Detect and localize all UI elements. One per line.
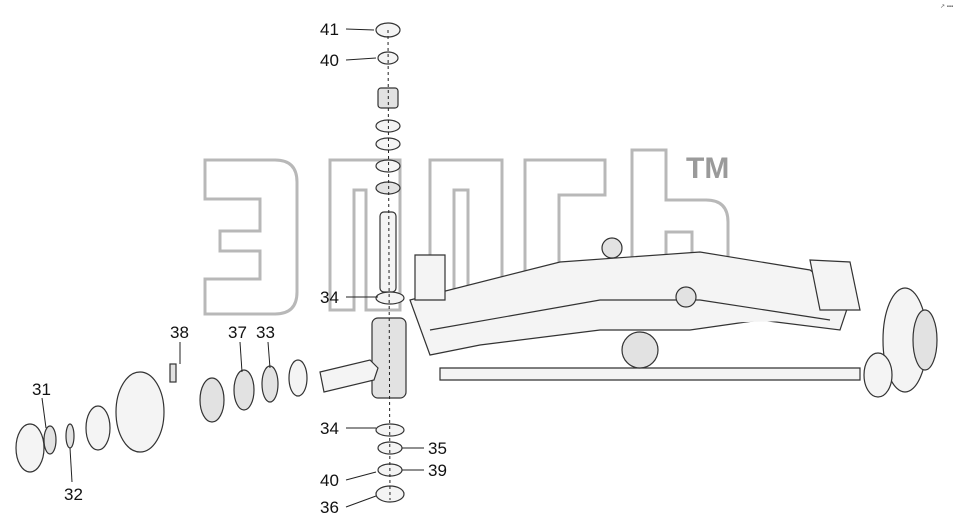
callout-33: 33 [256,323,275,342]
callout-40-bottom: 40 [320,471,339,490]
callout-35: 35 [428,439,447,458]
callout-38: 38 [170,323,189,342]
callout-labels: 41 40 34 38 37 33 31 32 34 35 40 39 36 [32,20,447,517]
callout-39: 39 [428,461,447,480]
callout-41: 41 [320,20,339,39]
leader-lines [41,28,424,508]
kingpin-stack [371,22,407,503]
axle-frame [409,237,861,381]
callout-34-bottom: 34 [320,419,339,438]
callout-34-top: 34 [320,288,339,307]
left-hub-assembly [15,359,379,473]
callout-32: 32 [64,485,83,504]
callout-36: 36 [320,498,339,517]
corner-mark: ↗ ▪▪▪ [940,4,953,10]
trademark-label: TM [686,152,729,185]
callout-37: 37 [228,323,247,342]
callout-31: 31 [32,380,51,399]
callout-40-top: 40 [320,51,339,70]
right-wheel-hub [863,287,938,398]
